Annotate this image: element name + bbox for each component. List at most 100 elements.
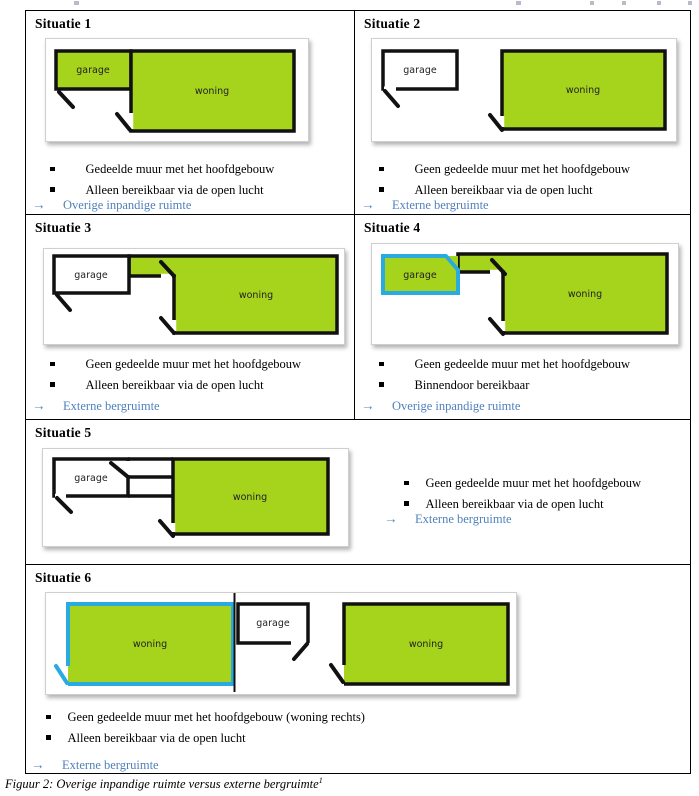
conclusion-text: Externe bergruimte [63, 399, 160, 413]
arrow-icon: → [361, 197, 375, 212]
cropped-text-artifact [622, 1, 626, 5]
conclusion-text: Overige inpandige ruimte [392, 399, 521, 413]
door-swing-mark [159, 260, 176, 278]
situatie-3-conclusion: → Externe bergruimte [32, 398, 160, 414]
bullet-item: Geen gedeelde muur met het hoofdgebouw [50, 357, 301, 372]
garage-label: garage [76, 65, 110, 76]
cropped-text-artifact [590, 1, 594, 5]
woning-label: woning [195, 86, 229, 97]
bullet-item: Binnendoor bereikbaar [379, 378, 630, 393]
bullet-text: Gedeelde muur met het hoofdgebouw [85, 162, 275, 176]
bullet-text: Alleen bereikbaar via de open lucht [85, 377, 264, 392]
door-swing-mark [383, 89, 400, 108]
situatie-3-diagram: garage woning [43, 248, 345, 345]
cell-situatie-1: Situatie 1 garage woning Gedeelde muur m… [26, 11, 354, 214]
garage-label: garage [403, 270, 437, 281]
bullet-marker [379, 382, 384, 387]
bullet-item: Alleen bereikbaar via de open lucht [404, 497, 641, 512]
situatie-5-title: Situatie 5 [35, 425, 92, 440]
door-swing-mark [109, 461, 130, 479]
situatie-6-title: Situatie 6 [35, 570, 92, 585]
conclusion-text: Overige inpandige ruimte [63, 198, 192, 212]
door-swing-mark [54, 664, 69, 685]
bullet-text: Alleen bereikbaar via de open lucht [414, 182, 593, 197]
situatie-6-conclusion: →Externe bergruimte [31, 757, 159, 773]
arrow-icon: → [32, 197, 46, 212]
situatie-5-conclusion: → Externe bergruimte [384, 511, 512, 527]
arrow-icon: → [384, 511, 398, 526]
bullet-text: Geen gedeelde muur met het hoofdgebouw [414, 357, 631, 371]
bullet-marker [50, 361, 55, 366]
situatie-4-conclusion: → Overige inpandige ruimte [361, 398, 520, 414]
bullet-item: Geen gedeelde muur met het hoofdgebouw [379, 162, 630, 177]
cell-situatie-2: Situatie 2 garage woning Geen gedeelde m… [355, 11, 690, 214]
bullet-marker [404, 501, 409, 506]
bullet-marker [46, 714, 51, 719]
bullet-marker [50, 187, 55, 192]
situatie-1-title: Situatie 1 [35, 16, 92, 31]
bullet-text: Geen gedeelde muur met het hoofdgebouw [85, 357, 302, 371]
door-swing-mark [159, 316, 176, 335]
situatie-4-bullets: Geen gedeelde muur met het hoofdgebouw B… [379, 357, 630, 398]
situations-table: Situatie 1 garage woning Gedeelde muur m… [25, 10, 691, 774]
cell-situatie-6: Situatie 6 woning garage woning Geen ged… [26, 565, 690, 773]
door-swing-mark [57, 90, 75, 109]
arrow-icon: → [361, 398, 375, 413]
conclusion-text: Externe bergruimte [415, 512, 512, 526]
cell-situatie-4: Situatie 4 garage woning Geen gedeelde m… [355, 215, 690, 419]
woning-label: woning [566, 85, 600, 96]
footnote-marker: 1 [318, 776, 323, 785]
bullet-marker [379, 361, 384, 366]
arrow-icon: → [32, 398, 46, 413]
woning-shape [171, 457, 330, 536]
door-swing-mark [158, 519, 175, 538]
bullet-text: Alleen bereikbaar via de open lucht [67, 730, 246, 745]
bullet-item: Alleen bereikbaar via de open lucht [50, 378, 301, 393]
situatie-2-title: Situatie 2 [364, 16, 421, 31]
door-swing-mark [329, 663, 345, 684]
situatie-1-conclusion: → Overige inpandige ruimte [32, 197, 191, 213]
cell-situatie-5: Situatie 5 garage woning Geen gedeelde m… [26, 420, 690, 564]
bullet-marker [50, 382, 55, 387]
bullet-item: Alleen bereikbaar via de open lucht [379, 183, 630, 198]
situatie-1-diagram: garage woning [45, 38, 309, 142]
bullet-text: Alleen bereikbaar via de open lucht [85, 182, 264, 197]
conclusion-text: Externe bergruimte [392, 198, 489, 212]
door-swing-mark [55, 496, 73, 514]
garage-cyan-wall [381, 254, 460, 295]
door-swing-mark [488, 113, 504, 132]
woning-shape [500, 49, 667, 131]
garage-label: garage [74, 270, 108, 281]
conclusion-text: Externe bergruimte [62, 758, 159, 772]
woning-label: woning [233, 492, 267, 503]
door-swing-mark [488, 317, 505, 336]
bullet-text: Geen gedeelde muur met het hoofdgebouw [414, 162, 631, 176]
situatie-5-diagram: garage woning [42, 448, 349, 547]
bullet-marker [46, 735, 51, 740]
garage-shape [54, 49, 133, 91]
situatie-3-bullets: Geen gedeelde muur met het hoofdgebouw A… [50, 357, 301, 398]
situatie-6-diagram: woning garage woning [45, 592, 517, 695]
garage-shape [381, 49, 459, 91]
bullet-item: Alleen bereikbaar via de open lucht [46, 731, 365, 746]
bullet-marker [404, 480, 409, 485]
bullet-marker [379, 166, 384, 171]
woning-right-label: woning [409, 639, 443, 650]
situatie-4-diagram: garage woning [371, 243, 679, 345]
garage-shape [236, 602, 310, 645]
situatie-2-diagram: garage woning [371, 38, 677, 142]
bullet-text: Geen gedeelde muur met het hoofdgebouw [425, 476, 642, 490]
cropped-text-artifact [657, 1, 661, 5]
cell-situatie-3: Situatie 3 garage woning Geen gedeelde m… [26, 215, 354, 419]
situatie-3-title: Situatie 3 [35, 220, 92, 235]
bullet-marker [379, 187, 384, 192]
garage-label: garage [256, 618, 290, 629]
garage-label: garage [403, 65, 437, 76]
situatie-1-bullets: Gedeelde muur met het hoofdgebouw Alleen… [50, 162, 274, 203]
situatie-6-bullets: Geen gedeelde muur met het hoofdgebouw (… [46, 710, 365, 751]
figure-caption: Figuur 2: Overige inpandige ruimte versu… [5, 776, 323, 792]
woning-left-cyan-wall [66, 602, 235, 686]
cropped-text-artifact [74, 1, 79, 5]
door-swing-mark [292, 642, 309, 661]
